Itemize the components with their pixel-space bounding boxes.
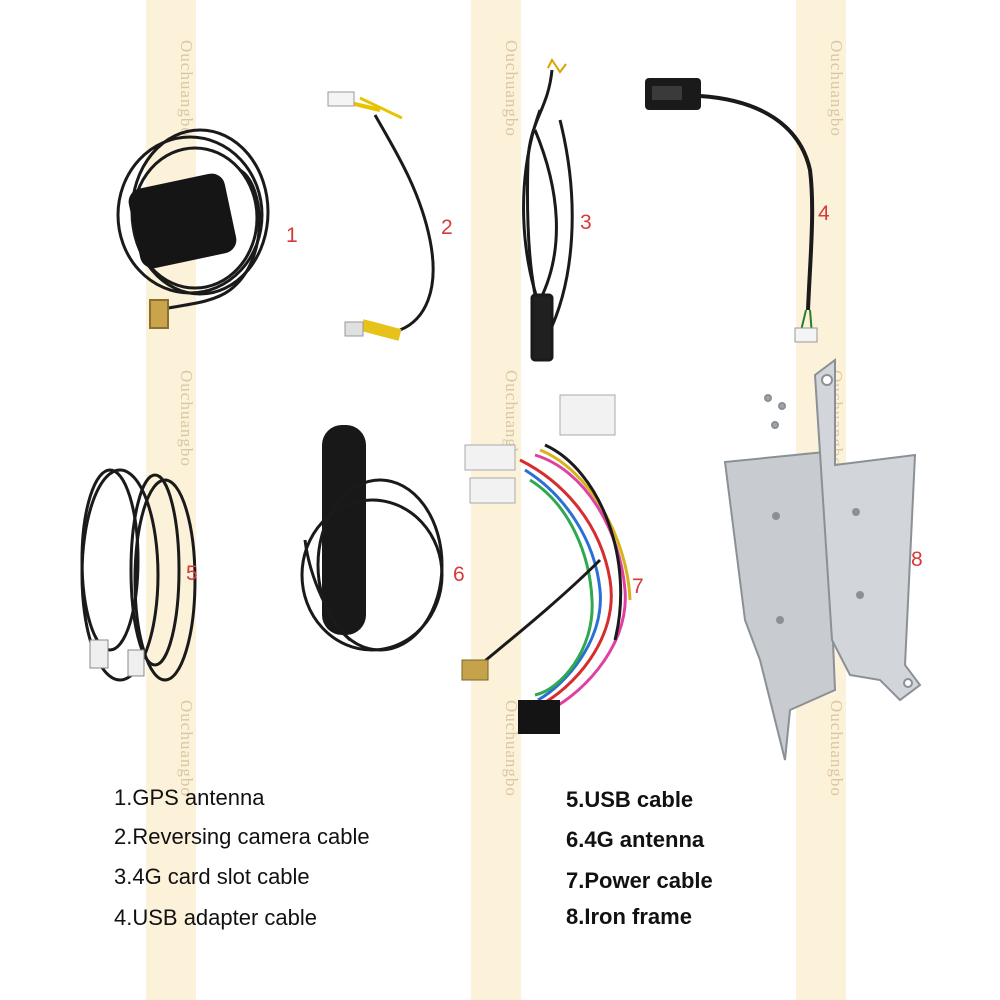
watermark-text: Ouchuangbo (502, 700, 521, 797)
item-number-4: 4 (818, 202, 830, 225)
item-number-5: 5 (186, 562, 198, 585)
legend-item-reversing-camera-cable: 2.Reversing camera cable (114, 824, 370, 849)
4g-antenna (300, 425, 444, 652)
power-cable (461, 394, 632, 734)
iron-frame (723, 358, 922, 761)
watermark-text: Ouchuangbo (827, 700, 846, 797)
legend-item-gps-antenna: 1.GPS antenna (114, 785, 265, 810)
item-number-6: 6 (453, 563, 465, 586)
item-number-2: 2 (441, 216, 453, 239)
legend-item-iron-frame: 8.Iron frame (566, 904, 692, 929)
legend-item-usb-cable: 5.USB cable (566, 787, 694, 812)
legend-item-usb-adapter-cable: 4.USB adapter cable (114, 905, 318, 930)
watermark-text: Ouchuangbo (502, 40, 521, 137)
4g-card-slot-cable (522, 58, 574, 362)
legend-item-4g-antenna: 6.4G antenna (566, 827, 705, 852)
watermark-text: Ouchuangbo (177, 700, 196, 797)
watermark-text: Ouchuangbo (827, 40, 846, 137)
watermark-text: Ouchuangbo (177, 370, 196, 467)
legend-item-power-cable: 7.Power cable (566, 868, 713, 893)
watermark-text: Ouchuangbo (177, 40, 196, 137)
usb-adapter-cable (645, 78, 818, 343)
usb-cable (80, 468, 197, 682)
gps-antenna (116, 128, 270, 329)
legend-item-4g-card-slot-cable: 3.4G card slot cable (114, 864, 310, 889)
item-number-8: 8 (911, 548, 923, 571)
item-number-7: 7 (632, 575, 644, 598)
reversing-camera-cable (327, 91, 435, 341)
item-number-1: 1 (286, 224, 298, 247)
item-number-3: 3 (580, 211, 592, 234)
watermark-text: Ouchuangbo (502, 370, 521, 467)
